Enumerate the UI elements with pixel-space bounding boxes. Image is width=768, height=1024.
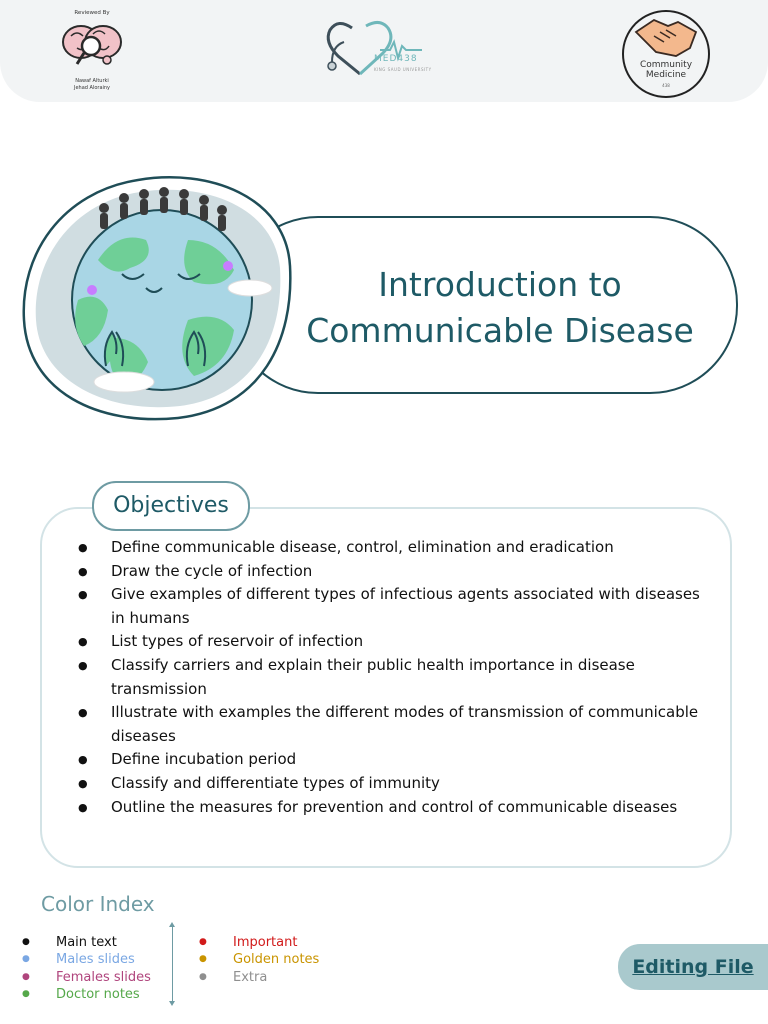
list-item: Classify and differentiate types of immu… [78,772,718,796]
stethoscope-heart-icon [326,21,422,76]
list-item: List types of reservoir of infection [78,630,718,654]
handshake-icon [634,18,698,57]
color-index-item: ● Males slides [22,951,151,968]
med-logo-text: MED438 [374,54,418,64]
earth-with-people-icon [22,176,292,421]
color-index-left: ● Main text ● Males slides ● Females slides… [22,934,151,1003]
editing-file-link[interactable]: Editing File [618,944,768,990]
list-item: Define incubation period [78,748,718,772]
community-medicine-logo: Community Medicine 438 [622,10,710,98]
color-index-item: ● Important [199,934,319,951]
list-item: Classify carriers and explain their publ… [78,654,718,701]
color-index-item: ● Doctor notes [22,986,151,1003]
list-item: Outline the measures for prevention and … [78,796,718,820]
objectives-heading: Objectives [92,481,250,531]
reviewer-name: Jehad Alorainy [73,85,111,91]
bullet-dot-icon: ● [199,971,207,982]
list-item: Define communicable disease, control, el… [78,536,718,560]
bullet-dot-icon: ● [22,937,30,947]
community-logo-text: Community Medicine [639,60,693,80]
bullet-dot-icon: ● [199,954,207,965]
globe-illustration [18,170,308,426]
page-title: Introduction to Communicable Disease [306,265,694,350]
color-index-label: Important [233,935,298,950]
color-index-label: Golden notes [233,952,320,968]
bullet-dot-icon: ● [22,971,30,982]
brain-magnifier-icon [62,25,122,65]
community-logo-number: 438 [662,83,670,88]
bullet-dot-icon: ● [22,988,30,999]
color-index-title: Color Index [41,892,155,916]
color-index-divider [169,922,175,1006]
color-index-label: Main text [56,935,117,950]
color-index-label: Females slides [56,969,151,985]
color-index-item: ● Golden notes [199,951,319,968]
objectives-list: Define communicable disease, control, el… [78,536,718,819]
color-index-item: ● Extra [199,969,319,986]
list-item: Illustrate with examples the different m… [78,701,718,748]
reviewed-by-logo: Reviewed By Nawaf Alturki Jehad Alorainy [52,10,132,98]
color-index-item: ● Females slides [22,969,151,986]
color-index-item: ● Main text [22,934,151,951]
reviewed-caption: Reviewed By [74,10,110,16]
color-index-label: Males slides [56,952,135,968]
bullet-dot-icon: ● [199,937,207,947]
med-logo-subtitle: KING SAUD UNIVERSITY [374,67,432,72]
reviewer-name: Nawaf Alturki [75,78,109,84]
color-index-label: Extra [233,969,268,985]
color-index-label: Doctor notes [56,986,140,1002]
logo-ring [622,10,710,98]
color-index-right: ● Important ● Golden notes ● Extra [199,934,319,986]
med438-logo: MED438 KING SAUD UNIVERSITY [322,16,432,82]
list-item: Give examples of different types of infe… [78,583,718,630]
list-item: Draw the cycle of infection [78,560,718,584]
bullet-dot-icon: ● [22,954,30,965]
